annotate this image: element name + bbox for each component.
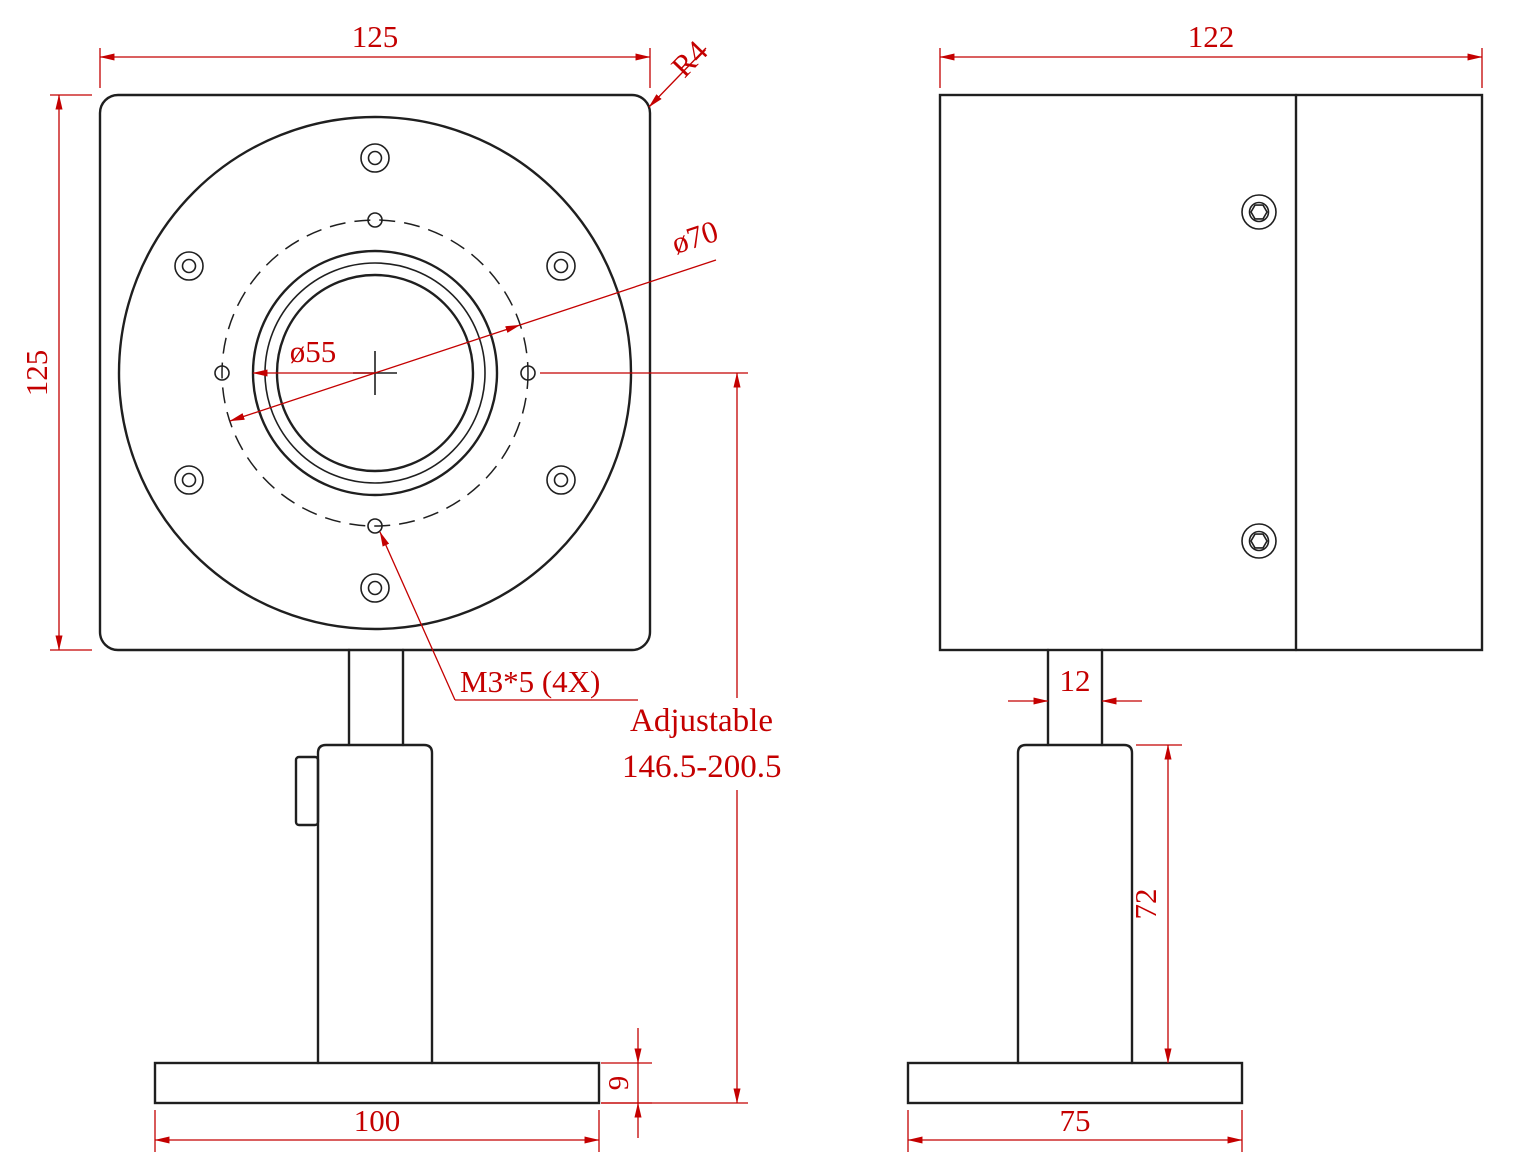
side-knob <box>294 755 320 827</box>
dim-screw-note: M3*5 (4X) <box>379 531 638 701</box>
dim-adjustable-height: Adjustable 146.5-200.5 <box>540 372 782 1104</box>
dim-label-screw-note: M3*5 (4X) <box>460 664 600 699</box>
dim-corner-radius: R4 <box>648 33 715 108</box>
dim-front-height: 125 <box>19 94 92 651</box>
side-screw-heads <box>1241 194 1277 559</box>
screw-hole <box>360 573 390 603</box>
dim-aperture: ø55 <box>252 334 375 377</box>
screw-hole <box>546 251 576 281</box>
dim-front-base-width: 100 <box>154 1103 600 1152</box>
m3-hole <box>367 518 383 534</box>
m3-hole <box>214 365 230 381</box>
m3-holes <box>214 212 536 534</box>
m3-hole <box>520 365 536 381</box>
dim-neck-width: 12 <box>1008 663 1142 705</box>
dim-front-width: 125 <box>99 19 651 88</box>
screw-hole <box>546 465 576 495</box>
side-body-outline <box>938 93 1484 652</box>
dim-label-neck-width: 12 <box>1060 663 1091 698</box>
front-view <box>98 93 652 1105</box>
base-plate <box>906 1061 1244 1105</box>
column <box>316 743 434 1065</box>
screw-head <box>1241 523 1277 559</box>
hex-socket-icon <box>1250 204 1268 220</box>
screw-hole <box>174 251 204 281</box>
neck <box>347 648 405 747</box>
bolt-circle-dashed <box>221 219 529 527</box>
dim-bolt-circle: ø70 <box>229 213 722 422</box>
base-plate <box>153 1061 601 1105</box>
dim-label-front-width: 125 <box>352 19 399 54</box>
hex-socket-icon <box>1250 533 1268 549</box>
dimensions: 125 125 R4 ø70 ø55 M <box>19 19 1483 1152</box>
dim-side-base-width: 75 <box>907 1103 1243 1152</box>
dim-label-adjustable: Adjustable <box>630 703 773 739</box>
dim-column-height: 72 <box>1128 744 1182 1064</box>
column <box>1016 743 1134 1065</box>
mount-screw-holes <box>174 143 576 603</box>
dim-label-bolt-circle: ø70 <box>667 213 722 261</box>
dim-label-aperture: ø55 <box>290 334 337 369</box>
dim-label-side-width: 122 <box>1188 19 1235 54</box>
dim-base-thickness: 9 <box>601 1028 652 1138</box>
m3-hole <box>367 212 383 228</box>
dim-label-side-base-width: 75 <box>1060 1103 1091 1138</box>
dim-label-front-base-width: 100 <box>354 1103 401 1138</box>
dim-label-base-thickness: 9 <box>603 1076 635 1091</box>
side-view <box>906 93 1484 1105</box>
screw-hole <box>174 465 204 495</box>
dim-side-width: 122 <box>939 19 1483 88</box>
dim-label-adjustable-range: 146.5-200.5 <box>622 749 782 785</box>
dim-label-corner-radius: R4 <box>664 33 715 84</box>
front-stand <box>153 648 601 1105</box>
side-stand <box>906 648 1244 1105</box>
screw-hole <box>360 143 390 173</box>
dim-label-column-height: 72 <box>1128 889 1163 920</box>
screw-head <box>1241 194 1277 230</box>
dim-label-front-height: 125 <box>19 350 54 397</box>
